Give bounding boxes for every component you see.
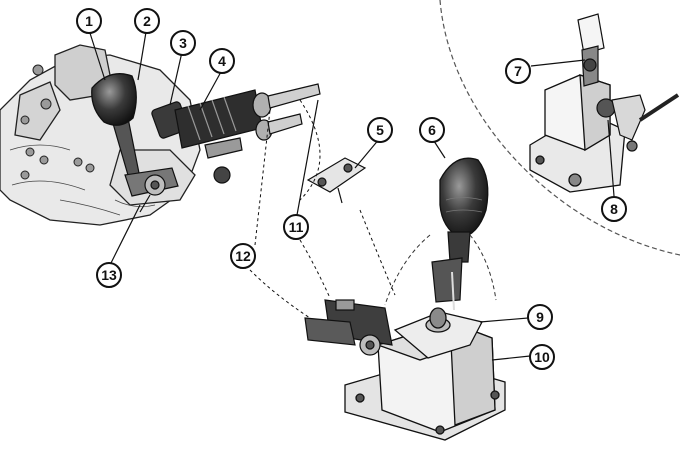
shift-lever-shaft xyxy=(431,231,471,311)
inset-housing xyxy=(529,74,626,193)
bracket-5 xyxy=(306,157,367,204)
gear-knob-6 xyxy=(439,157,489,239)
callout-2: 2 xyxy=(134,8,160,34)
callout-5: 5 xyxy=(367,117,393,143)
callout-10: 10 xyxy=(529,344,555,370)
callout-7: 7 xyxy=(505,58,531,84)
callout-12: 12 xyxy=(230,243,256,269)
callout-11: 11 xyxy=(283,214,309,240)
top-plate-9 xyxy=(393,307,483,359)
linkage-13 xyxy=(139,166,231,213)
inset-lever-7 xyxy=(577,13,605,87)
selector-mechanism-3-4 xyxy=(151,89,273,149)
callout-4: 4 xyxy=(209,48,235,74)
inset-linkage-8 xyxy=(596,93,680,152)
leader-lines xyxy=(88,29,615,361)
leader-lines-dashed xyxy=(249,99,396,319)
boot-outline xyxy=(384,234,497,306)
knob-boot-grip xyxy=(445,197,483,213)
callout-1: 1 xyxy=(76,8,102,34)
callout-6: 6 xyxy=(419,117,445,143)
gear-knob-1 xyxy=(91,73,137,126)
housing-bolts xyxy=(20,64,95,180)
housing-shading xyxy=(9,144,156,216)
cross-shaft-assembly xyxy=(304,299,393,356)
inset-boundary-arc xyxy=(439,0,680,256)
callout-13: 13 xyxy=(96,262,122,288)
shift-rods xyxy=(204,83,321,159)
callout-8: 8 xyxy=(601,196,627,222)
callout-3: 3 xyxy=(170,30,196,56)
callout-9: 9 xyxy=(527,304,553,330)
